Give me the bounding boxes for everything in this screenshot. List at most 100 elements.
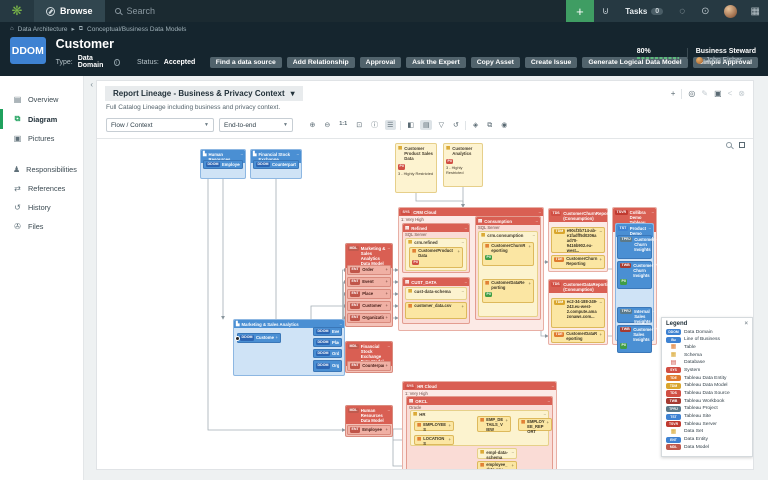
expand-icon[interactable]: + bbox=[511, 463, 514, 468]
expand-icon[interactable]: + bbox=[528, 244, 531, 249]
add-button[interactable]: + bbox=[670, 89, 676, 98]
actual-size-icon[interactable]: 1:1 bbox=[339, 121, 348, 128]
collapse-icon[interactable]: – bbox=[543, 411, 546, 416]
export-icon[interactable]: ⧉ bbox=[487, 121, 493, 129]
zoom-out-icon[interactable]: ⊖ bbox=[324, 121, 331, 129]
create-asset-button[interactable]: + bbox=[565, 0, 594, 22]
expand-icon[interactable]: + bbox=[448, 423, 451, 428]
zoom-in-icon[interactable]: ⊕ bbox=[309, 121, 316, 129]
collapse-icon[interactable]: – bbox=[599, 229, 602, 234]
breadcrumb-page[interactable]: Conceptual/Business Data Models bbox=[87, 25, 187, 33]
lineage-diagram[interactable]: ▙Human Resources–DDOMEmployee▙Financial … bbox=[97, 139, 753, 469]
sidebar-item-overview[interactable]: ▤Overview bbox=[0, 90, 83, 109]
reset-icon[interactable]: ↺ bbox=[453, 121, 459, 129]
action-button-simple-approval[interactable]: Simple Approval bbox=[692, 56, 758, 68]
collapse-icon[interactable]: – bbox=[651, 208, 654, 214]
organization-node[interactable]: ENTOrganization+ bbox=[347, 313, 391, 323]
side-panel-icon[interactable]: ◧ bbox=[407, 121, 414, 129]
employee-data-csv-node[interactable]: ▦employee_data.csv+ bbox=[477, 461, 517, 469]
expand-icon[interactable]: + bbox=[385, 363, 388, 369]
activities-spinner-icon[interactable]: ◌ bbox=[679, 5, 686, 17]
collapse-icon[interactable]: – bbox=[464, 224, 467, 230]
collapse-icon[interactable]: – bbox=[461, 239, 464, 244]
steward-user[interactable]: John Fisher bbox=[695, 57, 756, 64]
collapse-icon[interactable]: – bbox=[538, 208, 541, 214]
breadcrumb-root[interactable]: Data Architecture bbox=[17, 25, 68, 33]
global-search-input[interactable]: Search bbox=[104, 0, 566, 22]
expand-icon[interactable]: + bbox=[457, 249, 460, 254]
canvas-fullscreen-icon[interactable] bbox=[739, 142, 745, 148]
sidebar-collapse-icon[interactable]: ‹ bbox=[90, 80, 93, 89]
collapse-icon[interactable]: – bbox=[464, 278, 467, 284]
snapshot-icon[interactable]: ◉ bbox=[501, 121, 508, 129]
data-basket-icon[interactable]: ⊍ bbox=[601, 5, 610, 17]
expand-icon[interactable]: + bbox=[528, 281, 531, 286]
expand-icon[interactable]: + bbox=[505, 418, 508, 423]
info-icon[interactable]: ⓘ bbox=[371, 121, 379, 129]
collapse-icon[interactable]: – bbox=[648, 224, 651, 230]
employee-report-node[interactable]: ▦EMPLOYEE_REPORT+ bbox=[518, 418, 552, 434]
diagram-canvas-area[interactable]: ▙Human Resources–DDOMEmployee▙Financial … bbox=[97, 138, 753, 469]
customer-data-csv-node[interactable]: ▦customer_data.csv+ bbox=[405, 302, 467, 319]
trace-icon[interactable]: ◈ bbox=[472, 121, 479, 129]
collapse-icon[interactable]: – bbox=[339, 320, 342, 326]
collapse-icon[interactable]: – bbox=[535, 217, 538, 223]
expand-icon[interactable]: + bbox=[655, 262, 658, 267]
customerchurnreporting-node[interactable]: ▦CustomerChurnReporting+PII bbox=[482, 242, 534, 266]
legend-close-icon[interactable]: × bbox=[744, 321, 748, 327]
collapse-icon[interactable]: – bbox=[656, 236, 659, 241]
collapse-icon[interactable]: – bbox=[532, 232, 535, 237]
expand-icon[interactable]: + bbox=[275, 335, 278, 341]
place-node[interactable]: DDOMPlace bbox=[313, 338, 342, 347]
collapse-icon[interactable]: – bbox=[551, 382, 554, 388]
view-selector[interactable]: Report Lineage - Business & Privacy Cont… bbox=[105, 86, 303, 101]
canvas-search-icon[interactable] bbox=[726, 142, 732, 148]
grid-view-icon[interactable]: ▤ bbox=[420, 120, 433, 130]
collapse-icon[interactable]: – bbox=[461, 288, 464, 293]
sidebar-item-references[interactable]: ⇄References bbox=[0, 179, 83, 198]
empl-data-schema-node[interactable]: ▦empl-data-schema– bbox=[477, 448, 517, 460]
collapse-icon[interactable]: – bbox=[387, 406, 390, 412]
locations-node[interactable]: ▦LOCATIONS+ bbox=[414, 435, 454, 446]
expand-icon[interactable]: + bbox=[655, 326, 658, 331]
collapse-icon[interactable]: – bbox=[296, 150, 299, 156]
expand-icon[interactable]: + bbox=[461, 304, 464, 309]
apps-grid-icon[interactable]: ▦ bbox=[750, 5, 760, 17]
collapse-icon[interactable]: – bbox=[387, 342, 390, 348]
counterparty-node[interactable]: ENTCounterparty+ bbox=[347, 361, 391, 371]
help-icon[interactable]: ⊙ bbox=[701, 5, 710, 17]
customerdatareporting-node[interactable]: ▦CustomerDataReporting+PII bbox=[482, 279, 534, 303]
save-view-button[interactable]: ▣ bbox=[714, 89, 722, 98]
collapse-icon[interactable]: – bbox=[652, 308, 655, 313]
tasks-button[interactable]: Tasks 0 bbox=[617, 0, 671, 22]
employees-node[interactable]: ▦EMPLOYEES+ bbox=[414, 421, 454, 432]
expand-icon[interactable]: + bbox=[385, 427, 388, 433]
filter-icon[interactable]: ▽ bbox=[438, 121, 444, 129]
browse-menu[interactable]: Browse bbox=[34, 0, 105, 22]
action-button-generate-logical-data-model[interactable]: Generate Logical Data Model bbox=[582, 56, 688, 68]
layout-list-icon[interactable]: ☰ bbox=[384, 120, 396, 130]
cust-data-schema-node[interactable]: ▦cust-data-schema– bbox=[405, 287, 467, 300]
organization-node[interactable]: DDOMOrganization bbox=[313, 360, 342, 372]
target-button[interactable]: ◎ bbox=[688, 89, 696, 98]
expand-icon[interactable]: + bbox=[385, 279, 388, 285]
collapse-icon[interactable]: – bbox=[387, 244, 390, 250]
fit-to-screen-icon[interactable]: ⊡ bbox=[356, 121, 363, 129]
expand-icon[interactable]: + bbox=[546, 420, 549, 425]
expand-icon[interactable]: + bbox=[599, 332, 602, 337]
collapse-icon[interactable]: – bbox=[599, 300, 602, 305]
